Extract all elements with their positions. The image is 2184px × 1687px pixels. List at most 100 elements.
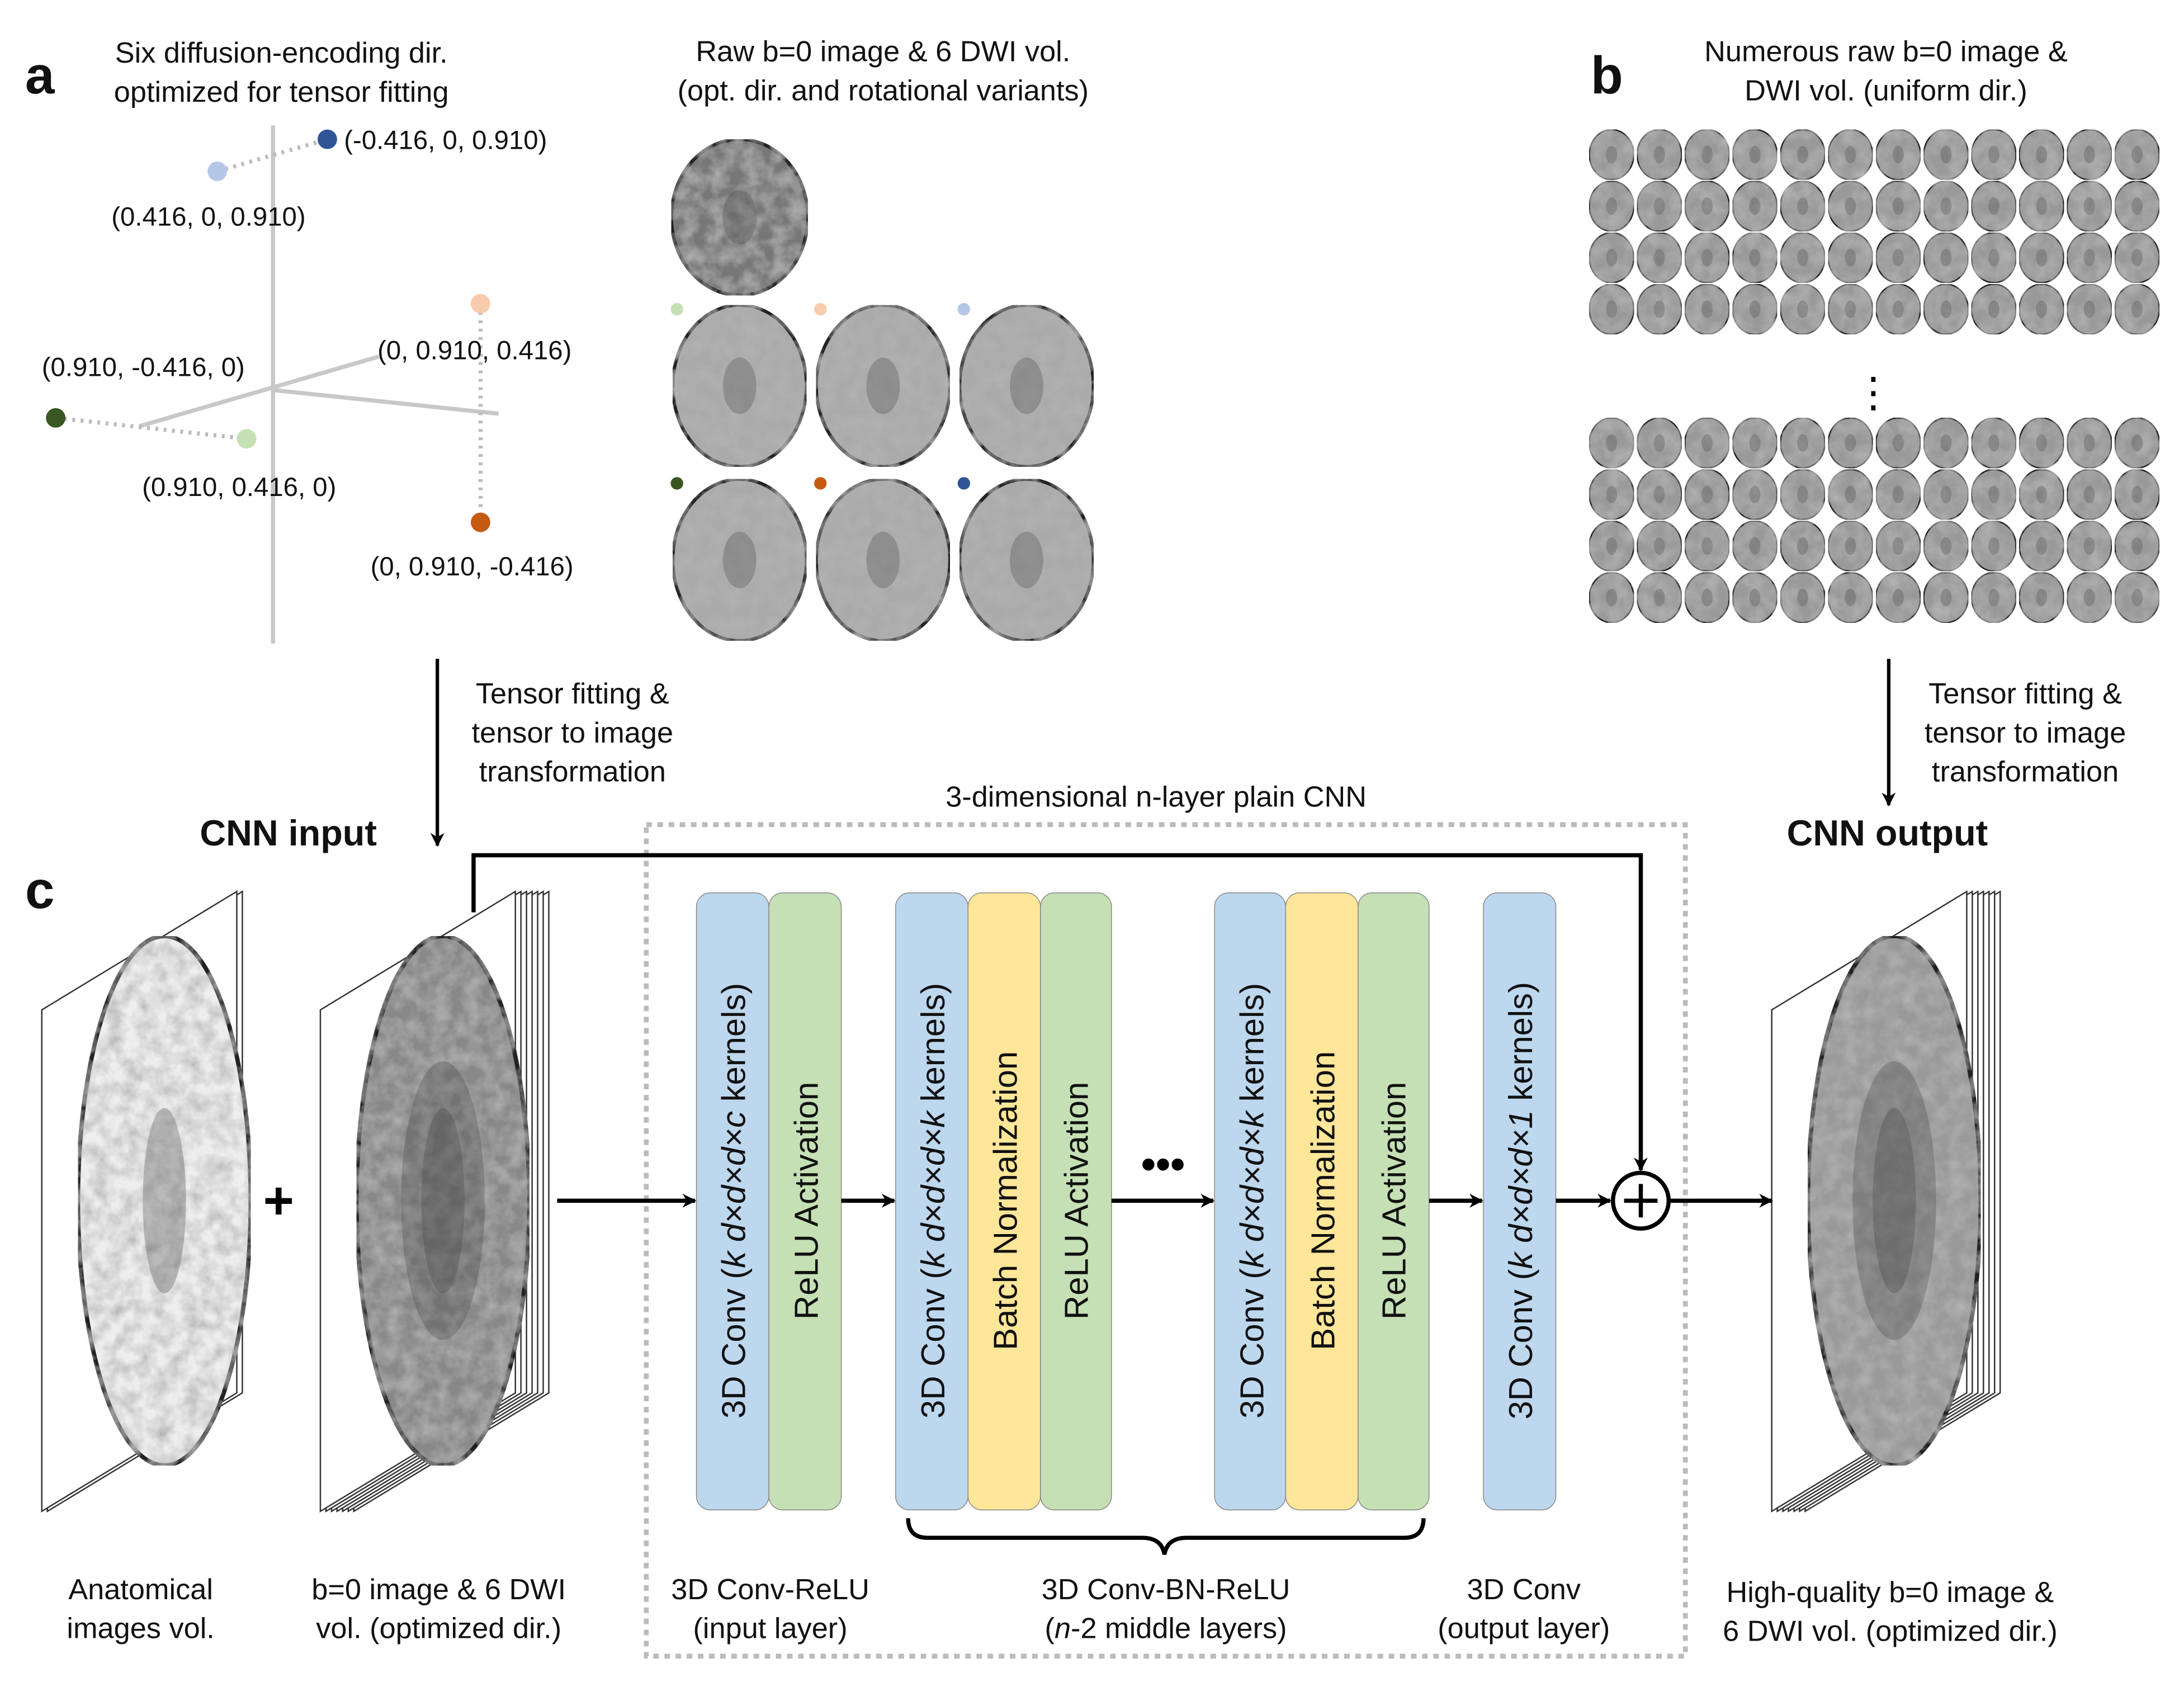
- uniform-dwi-thumb: [1827, 231, 1874, 283]
- uniform-dwi-thumb: [1970, 283, 2017, 335]
- uniform-dwi-thumb: [1684, 180, 1731, 232]
- uniform-dwi-thumb: [1779, 417, 1826, 469]
- uniform-dwi-thumb: [2018, 283, 2065, 335]
- svg-text:Batch Normalization: Batch Normalization: [1304, 1051, 1341, 1350]
- uniform-dwi-thumb: [2018, 571, 2065, 623]
- direction-pair-links: [55, 137, 483, 523]
- svg-text:3D Conv (k d×d×d×c kernels): 3D Conv (k d×d×d×c kernels): [715, 983, 753, 1419]
- svg-text:ReLU Activation: ReLU Activation: [1375, 1082, 1413, 1320]
- uniform-dwi-thumb: [1684, 231, 1731, 283]
- uniform-dwi-thumb: [1779, 571, 1826, 623]
- caption-input-1: b=0 image & 6 DWI: [311, 1573, 566, 1606]
- plus-sign: +: [263, 1171, 294, 1231]
- uniform-dwi-thumb: [2018, 417, 2065, 469]
- uniform-dwi-thumb: [2114, 520, 2161, 572]
- network-title: 3-dimensional n-layer plain CNN: [946, 781, 1367, 813]
- uniform-dwi-thumb: [2018, 129, 2065, 181]
- uniform-dwi-thumb: [2066, 571, 2112, 623]
- dwi-image: [671, 477, 809, 642]
- caption-output-layer-2: (output layer): [1438, 1613, 1610, 1645]
- uniform-dwi-thumb: [1589, 520, 1635, 572]
- uniform-dwi-thumb: [1636, 571, 1682, 623]
- uniform-dwi-thumb: [2066, 520, 2112, 572]
- uniform-dwi-thumb: [2066, 180, 2112, 232]
- uniform-dwi-thumb: [2066, 417, 2112, 469]
- direction-axes: [139, 125, 499, 644]
- uniform-dwi-thumb: [1923, 520, 1969, 572]
- uniform-dwi-thumb: [1779, 469, 1826, 521]
- uniform-dwi-thumb: [2018, 520, 2065, 572]
- uniform-dwi-thumb: [1589, 283, 1635, 335]
- fitting-left-3: transformation: [479, 756, 666, 788]
- caption-output-1: High-quality b=0 image &: [1727, 1576, 2054, 1609]
- uniform-dwi-thumb: [1875, 129, 1921, 181]
- dwi-image: [958, 477, 1095, 642]
- uniform-dwi-thumb: [1875, 283, 1921, 335]
- svg-text:ReLU Activation: ReLU Activation: [1058, 1082, 1095, 1320]
- direction-point-3: [470, 294, 490, 314]
- uniform-dwi-thumb: [1923, 417, 1969, 469]
- uniform-dwi-thumb: [1636, 231, 1682, 283]
- uniform-dwi-thumb: [1589, 469, 1635, 521]
- uniform-dwi-thumb: [1589, 180, 1635, 232]
- uniform-dwi-thumb: [1923, 231, 1969, 283]
- uniform-dwi-thumb: [1589, 129, 1635, 181]
- fitting-right-1: Tensor fitting &: [1928, 678, 2122, 710]
- uniform-dwi-thumb: [1779, 283, 1826, 335]
- uniform-dwi-thumb: [2018, 180, 2065, 232]
- uniform-dwi-thumb: [2114, 571, 2161, 623]
- middle-bn-block-1: Batch Normalization: [967, 892, 1041, 1511]
- direction-label-4: (0, 0.910, -0.416): [371, 552, 574, 582]
- fitting-right-3: transformation: [1932, 756, 2119, 788]
- caption-middle-layers-2: (n-2 middle layers): [1045, 1613, 1287, 1645]
- uniform-dwi-thumb: [1779, 180, 1826, 232]
- images-title-1: Raw b=0 image & 6 DWI vol.: [696, 36, 1070, 68]
- direction-color-dot: [957, 477, 971, 490]
- caption-input-2: vol. (optimized dir.): [316, 1613, 561, 1645]
- uniform-dwi-thumb: [1875, 231, 1921, 283]
- uniform-dwi-thumb: [1732, 417, 1778, 469]
- uniform-dwi-thumb: [1970, 129, 2017, 181]
- uniform-dwi-thumb: [1875, 180, 1921, 232]
- panel-a-title-1: Six diffusion-encoding dir.: [115, 37, 448, 69]
- direction-point-2: [207, 161, 228, 181]
- vertical-ellipsis: ⋮: [1852, 368, 1894, 415]
- uniform-dwi-thumb: [1684, 283, 1731, 335]
- dwi-image: [814, 303, 952, 469]
- direction-label-2: (0.416, 0, 0.910): [111, 202, 305, 232]
- uniform-dwi-thumb: [1684, 571, 1731, 623]
- anatomical-volume-stack-slice: [75, 934, 253, 1468]
- cnn-output-label: CNN output: [1787, 812, 1988, 853]
- uniform-dwi-thumb: [2114, 469, 2161, 521]
- caption-anatomical-2: images vol.: [67, 1613, 215, 1645]
- uniform-dwi-thumb: [1970, 180, 2017, 232]
- uniform-dwi-thumb: [1589, 231, 1635, 283]
- panel-b-title-1: Numerous raw b=0 image &: [1704, 36, 2068, 68]
- uniform-dwi-thumb: [1970, 520, 2017, 572]
- middle-layers-brace: [906, 1518, 1426, 1555]
- svg-text:ReLU Activation: ReLU Activation: [787, 1082, 825, 1320]
- uniform-dwi-thumb: [2066, 129, 2112, 181]
- cnn-input-label: CNN input: [200, 812, 376, 853]
- uniform-dwi-thumb: [1636, 283, 1682, 335]
- uniform-dwi-thumb: [1827, 283, 1874, 335]
- direction-color-dot: [670, 477, 683, 490]
- middle-relu-block-1: ReLU Activation: [1040, 892, 1112, 1511]
- direction-label-5: (0.910, -0.416, 0): [42, 353, 245, 382]
- direction-point-4: [470, 512, 490, 532]
- dwi-image: [814, 477, 952, 642]
- volume-stacks: [41, 890, 2001, 1513]
- anatomical-volume-stack: [41, 890, 253, 1513]
- uniform-dwi-thumb: [1636, 520, 1682, 572]
- uniform-dwi-thumb: [1732, 180, 1778, 232]
- direction-label-3: (0, 0.910, 0.416): [377, 336, 571, 366]
- layer-blocks: 3D Conv (k d×d×d×c kernels) ReLU Activat…: [696, 892, 1557, 1511]
- panel-a-letter: a: [25, 46, 55, 105]
- output-conv-block: 3D Conv (k d×d×d×1 kernels): [1483, 892, 1557, 1511]
- uniform-dwi-thumb: [2114, 283, 2161, 335]
- middle-relu-block-2: ReLU Activation: [1358, 892, 1430, 1511]
- uniform-dwi-thumb: [2114, 129, 2161, 181]
- uniform-dwi-thumb: [1827, 417, 1874, 469]
- uniform-dwi-thumb: [2018, 231, 2065, 283]
- uniform-dir-brain-grid: [1589, 129, 2161, 623]
